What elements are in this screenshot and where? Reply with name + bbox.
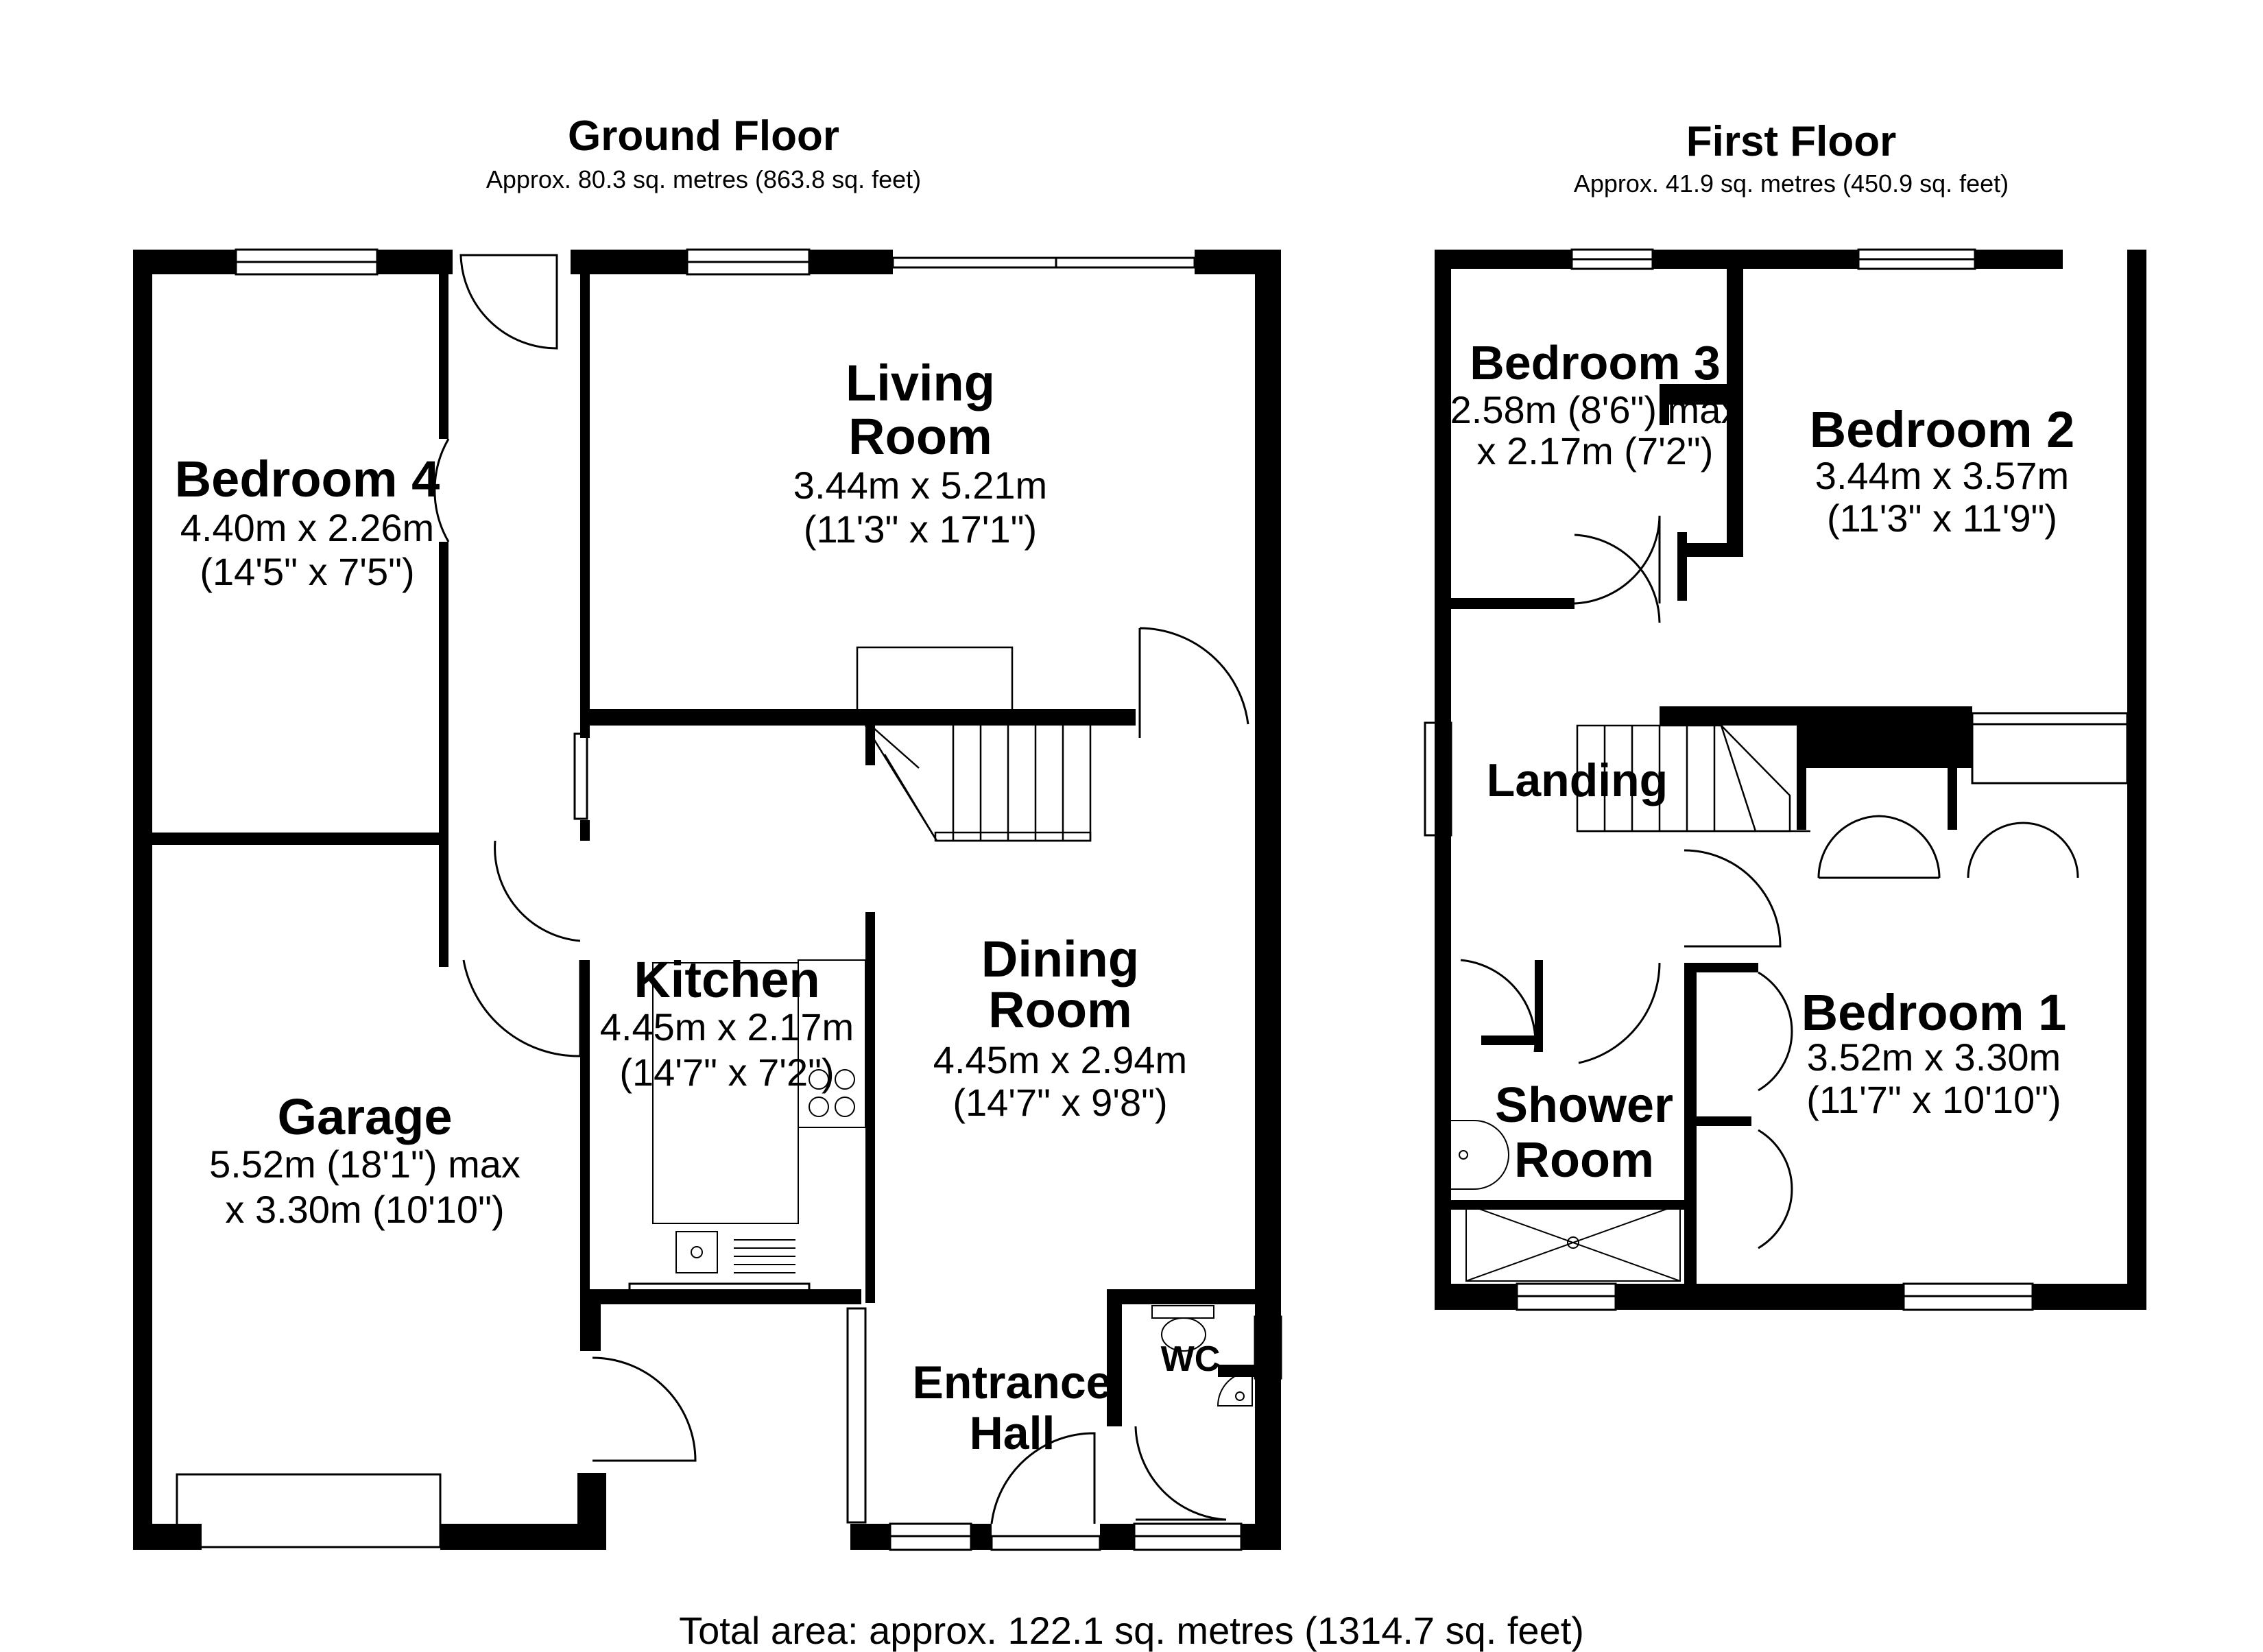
stairs xyxy=(856,646,1810,842)
fixtures xyxy=(652,959,1681,1406)
living-room-label: Living xyxy=(846,355,995,411)
bedroom1-dimensions-imperial: (11'7" x 10'10") xyxy=(1806,1078,2061,1121)
bedroom3-dimensions: 2.58m (8'6") max xyxy=(1450,388,1740,431)
landing-label: Landing xyxy=(1486,754,1668,806)
bedroom2-dimensions-imperial: (11'3" x 11'9") xyxy=(1826,496,2058,540)
garage-label: Garage xyxy=(277,1088,453,1145)
dining-room-label: Dining xyxy=(981,931,1140,987)
entrance-hall-label: Entrance xyxy=(912,1356,1112,1409)
dining-room-dimensions-imperial: (14'7" x 9'8") xyxy=(953,1081,1168,1124)
bedroom4-label: Bedroom 4 xyxy=(174,451,440,507)
bedroom3-label: Bedroom 3 xyxy=(1470,336,1721,390)
living-room-dimensions: 3.44m x 5.21m xyxy=(793,464,1048,507)
garage-dimensions: 5.52m (18'1") max xyxy=(209,1142,520,1186)
first-floor-walls xyxy=(1435,250,2146,1310)
shower-room-label: Shower xyxy=(1494,1078,1674,1133)
ground-floor-walls xyxy=(133,250,1281,1550)
bedroom2-dimensions: 3.44m x 3.57m xyxy=(1815,454,2070,497)
entrance-hall-label-line2: Hall xyxy=(969,1407,1055,1459)
ground-floor-area: Approx. 80.3 sq. metres (863.8 sq. feet) xyxy=(486,165,922,193)
living-room-label-line2: Room xyxy=(848,408,992,465)
dining-room-label-line2: Room xyxy=(988,981,1132,1038)
kitchen-label: Kitchen xyxy=(634,951,820,1008)
doors xyxy=(433,254,2079,1524)
bedroom2-label: Bedroom 2 xyxy=(1809,401,2075,458)
bedroom4-dimensions: 4.40m x 2.26m xyxy=(180,506,435,549)
dining-room-dimensions: 4.45m x 2.94m xyxy=(933,1038,1188,1081)
shower-room-label-line2: Room xyxy=(1514,1133,1654,1188)
total-area: Total area: approx. 122.1 sq. metres (13… xyxy=(679,1609,1584,1652)
bedroom1-label: Bedroom 1 xyxy=(1801,984,2067,1041)
ground-floor-title: Ground Floor xyxy=(567,112,840,160)
bedroom3-dimensions-line2: x 2.17m (7'2") xyxy=(1476,429,1714,472)
bedroom4-dimensions-imperial: (14'5" x 7'5") xyxy=(200,550,415,593)
bedroom1-dimensions: 3.52m x 3.30m xyxy=(1806,1036,2061,1079)
wc-label: WC xyxy=(1160,1339,1221,1379)
kitchen-dimensions-imperial: (14'7" x 7'2") xyxy=(619,1051,835,1094)
first-floor-area: Approx. 41.9 sq. metres (450.9 sq. feet) xyxy=(1573,169,2009,197)
windows xyxy=(176,248,2129,1551)
garage-dimensions-line2: x 3.30m (10'10") xyxy=(225,1188,505,1231)
kitchen-dimensions: 4.45m x 2.17m xyxy=(599,1005,854,1049)
living-room-dimensions-imperial: (11'3" x 17'1") xyxy=(803,507,1038,551)
first-floor-title: First Floor xyxy=(1686,118,1897,165)
